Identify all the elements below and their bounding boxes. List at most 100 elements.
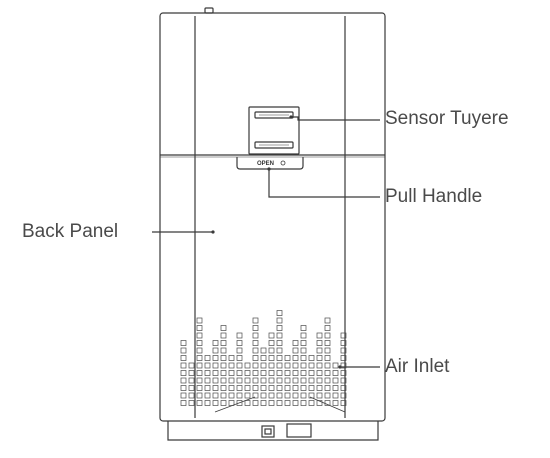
inlet-hole [292,340,299,346]
inlet-hole [268,347,275,354]
inlet-hole [220,400,227,406]
inlet-hole [268,392,275,399]
inlet-hole [212,347,219,354]
inlet-hole [188,370,195,376]
inlet-hole [268,332,275,339]
inlet-hole [300,392,307,399]
inlet-hole [340,355,347,361]
inlet-hole [236,347,243,354]
inlet-hole [300,362,307,369]
inlet-hole [276,332,283,339]
inlet-hole [292,362,299,369]
inlet-hole [244,385,251,391]
inlet-hole [228,355,235,361]
label-sensor-tuyere: Sensor Tuyere [385,108,509,129]
inlet-hole [316,362,323,369]
inlet-hole [300,400,307,406]
inlet-hole [292,400,299,406]
inlet-hole [196,347,203,354]
base-plate [286,423,312,438]
inlet-hole [180,340,187,346]
inlet-hole [332,392,339,399]
inlet-hole [300,385,307,391]
inlet-hole [228,400,235,406]
label-air-inlet: Air Inlet [385,356,450,377]
inlet-hole [220,332,227,339]
inlet-hole [316,355,323,361]
inlet-hole [260,392,267,399]
inlet-hole [268,362,275,369]
inlet-hole [180,355,187,361]
inlet-hole [220,355,227,361]
inlet-hole [332,385,339,391]
inlet-hole [204,392,211,399]
inlet-hole [316,377,323,384]
inlet-hole [244,400,251,406]
inlet-hole [204,385,211,391]
inlet-hole [212,377,219,384]
inlet-hole [276,317,283,324]
inlet-hole [196,332,203,339]
inlet-hole [220,362,227,369]
inlet-hole [324,317,331,324]
inlet-hole [220,370,227,376]
inlet-hole [276,385,283,391]
inlet-hole [204,370,211,376]
inlet-hole [188,362,195,369]
inlet-hole [276,400,283,406]
inlet-hole [180,370,187,376]
inlet-hole [244,377,251,384]
inlet-hole [324,325,331,331]
inlet-hole [244,392,251,399]
inlet-hole [276,310,283,316]
inlet-hole [236,385,243,391]
inlet-hole [228,385,235,391]
inlet-hole [196,362,203,369]
inlet-hole [260,377,267,384]
inlet-hole [300,347,307,354]
inlet-hole [204,355,211,361]
inlet-hole [324,347,331,354]
inlet-hole [228,377,235,384]
inlet-hole [316,340,323,346]
inlet-hole [236,355,243,361]
inlet-hole [196,377,203,384]
inlet-hole [220,392,227,399]
inlet-hole [276,325,283,331]
inlet-hole [188,377,195,384]
inlet-hole [268,377,275,384]
label-pull-handle: Pull Handle [385,186,483,207]
inlet-hole [276,377,283,384]
inlet-hole [276,340,283,346]
inlet-hole [276,355,283,361]
inlet-hole [276,392,283,399]
inlet-hole [188,385,195,391]
inlet-hole [252,317,259,324]
inlet-hole [228,362,235,369]
inlet-hole [252,332,259,339]
inlet-hole [324,332,331,339]
inlet-hole [204,362,211,369]
inlet-hole [252,347,259,354]
inlet-hole [220,325,227,331]
inlet-hole [196,385,203,391]
inlet-hole [340,347,347,354]
inlet-hole [188,392,195,399]
inlet-hole [332,400,339,406]
inlet-hole [340,370,347,376]
inlet-hole [260,362,267,369]
inlet-hole [252,400,259,406]
inlet-hole [260,370,267,376]
inlet-hole [204,400,211,406]
inlet-hole [284,355,291,361]
inlet-hole [228,370,235,376]
inlet-hole [332,362,339,369]
inlet-hole [340,385,347,391]
inlet-hole [308,355,315,361]
inlet-hole [252,385,259,391]
inlet-hole [340,340,347,346]
inlet-hole [284,385,291,391]
inlet-hole [236,377,243,384]
